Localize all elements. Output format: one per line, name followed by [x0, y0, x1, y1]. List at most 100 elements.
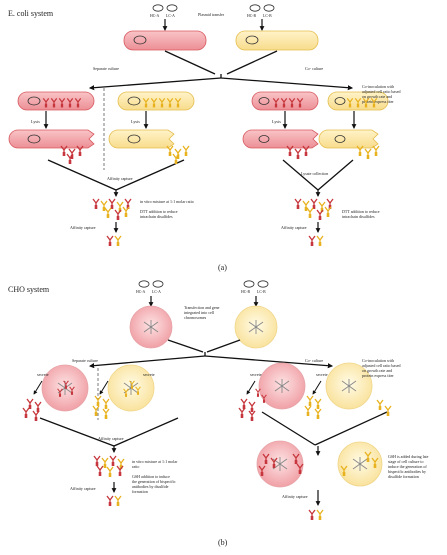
antibody-icon [370, 98, 378, 108]
transfection-line-2: integrated into cell [184, 310, 215, 315]
antibody-icon [308, 509, 316, 520]
antibody-icon [34, 401, 42, 412]
transfection-line-3: chromosomes [184, 315, 207, 320]
antibody-icon [248, 401, 256, 412]
antibody-icon [308, 235, 316, 246]
plasmid-group-a: HC-A LC-A [150, 4, 178, 18]
antibody-icon [114, 235, 122, 246]
antibody-icon [158, 98, 166, 108]
antibody-icon [324, 206, 332, 217]
mixture-text-line-2: ratio [132, 464, 139, 469]
antibody-icon [109, 455, 117, 466]
antibody-icon [354, 98, 362, 108]
co-inoculation-line-4: protein express titer [362, 99, 394, 104]
antibody-icon [288, 98, 296, 108]
gsh-separate-line-2: the generation of bispecific [132, 479, 176, 484]
antibody-icon [302, 145, 310, 156]
co-inoculation-line-1: Co-inoculation with [362, 358, 394, 363]
antibody-icon [248, 410, 256, 421]
antibody-icon [116, 465, 124, 476]
lysis-label: Lysis [31, 119, 40, 124]
antibody-icon [258, 465, 266, 476]
plasmid-label-hca: HC-A [136, 290, 146, 294]
antibody-icon [123, 388, 129, 397]
antibody-icon [340, 465, 348, 476]
co-inoculation-line-1: Co-inoculation with [362, 84, 394, 89]
antibody-icon [362, 98, 370, 108]
panel-b-label: (b) [218, 538, 228, 547]
antibody-icon [122, 206, 130, 217]
dtt-text-co-line-1: DTT addition to reduce [342, 209, 380, 214]
antibody-icon [114, 209, 122, 220]
antibody-icon [280, 98, 288, 108]
panel-a-title: E. coli system [8, 9, 54, 18]
gsh-co-line-2: stage of cell culture to [388, 459, 424, 464]
gsh-co-line-4: bispecific antibodies by [388, 469, 426, 474]
plasmid-icon [257, 280, 269, 288]
antibody-icon [238, 407, 246, 418]
antibody-icon [69, 386, 75, 395]
lysis-label: Lysis [131, 119, 140, 124]
antibody-icon [101, 457, 109, 468]
ecoli-cell-red [17, 91, 95, 111]
plasmid-transfer-label: Plasmid transfer [198, 12, 225, 17]
ecoli-cell-yellow [235, 30, 319, 51]
antibody-icon [102, 398, 110, 409]
antibody-icon [166, 145, 174, 156]
antibody-icon [174, 98, 182, 108]
affinity-capture-label: Affinity capture [281, 225, 307, 230]
plasmid-icon [245, 35, 259, 45]
gsh-co-line-3: induce the generation of [388, 464, 427, 469]
ecoli-cell-yellow [117, 91, 195, 111]
secrete-label: secrete [250, 372, 262, 377]
antibody-icon [314, 398, 322, 409]
antibody-icon [32, 410, 40, 421]
antibody-icon [92, 198, 100, 209]
antibody-icon [26, 398, 34, 409]
antibody-icon [96, 465, 104, 476]
antibody-icon [66, 98, 74, 108]
antibody-icon [261, 394, 267, 403]
dtt-text-line-2: intrachain disulfides [140, 214, 173, 219]
antibody-icon [376, 399, 384, 410]
affinity-capture-label: Affinity capture [282, 494, 308, 499]
secrete-label: secrete [316, 372, 328, 377]
panel-a: E. coli system HC-A LC-A HC-B LC-B Plasm… [8, 4, 401, 272]
plasmid-label-lcb: LC-B [263, 14, 272, 18]
antibody-icon [114, 495, 122, 506]
plasmid-label-hcb: HC-B [241, 290, 251, 294]
panel-b: CHO system HC-A LC-A HC-B LC-B Transfect… [8, 280, 429, 547]
antibody-icon [372, 145, 380, 156]
dtt-text-co-line-2: intrachain disulfides [342, 214, 375, 219]
antibody-icon [316, 509, 324, 520]
antibody-icon [150, 98, 158, 108]
mixture-text: in vitro mixture at 1:1 molar ratio [140, 199, 194, 204]
antibody-icon [76, 145, 84, 156]
antibody-icon [306, 207, 314, 218]
antibody-icon [384, 405, 392, 416]
antibody-icon [60, 145, 68, 156]
panel-a-label: (a) [218, 263, 227, 272]
plasmid-icon [249, 4, 261, 12]
plasmid-label-hca: HC-A [150, 14, 160, 18]
antibody-icon [63, 380, 69, 389]
antibody-icon [42, 98, 50, 108]
plasmid-icon [152, 280, 164, 288]
antibody-icon [92, 405, 100, 416]
antibody-icon [106, 235, 114, 246]
antibody-icon [270, 457, 278, 468]
affinity-capture-label: Affinity capture [70, 486, 96, 491]
antibody-icon [100, 200, 108, 211]
antibody-icon [102, 408, 110, 419]
antibody-icon [364, 451, 372, 462]
antibody-icon [364, 148, 372, 159]
antibody-icon [356, 145, 364, 156]
separate-culture-label: Separate culture [72, 358, 98, 363]
co-inoculation-line-3: on growth rate and [362, 94, 392, 99]
co-inoculation-line-3: on growth rate and [362, 368, 392, 373]
antibody-icon [346, 98, 354, 108]
antibody-icon [106, 466, 114, 477]
plasmid-icon [152, 4, 164, 12]
mixture-text-line-1: in vitro mixture at 1:1 molar [132, 459, 178, 464]
